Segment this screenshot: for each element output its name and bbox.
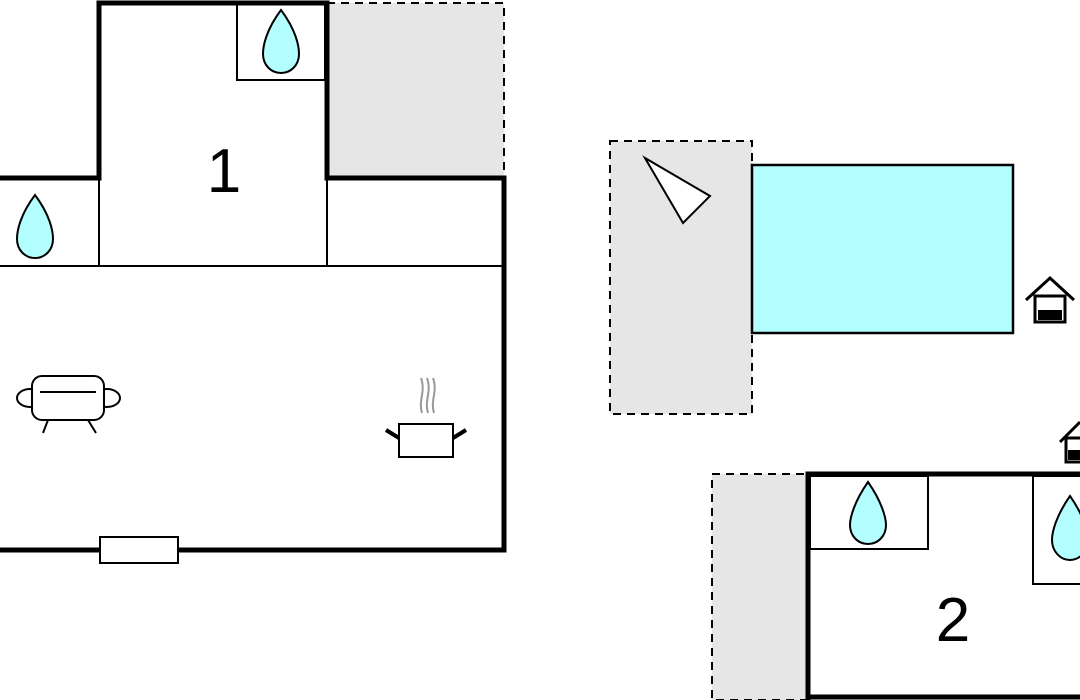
cooking-pot-icon bbox=[384, 377, 468, 458]
house-icon bbox=[1058, 420, 1080, 464]
building-2-outline bbox=[805, 471, 1080, 700]
house-icon bbox=[1024, 275, 1076, 324]
water-drop-icon bbox=[15, 193, 55, 260]
water-drop-icon bbox=[1050, 494, 1080, 562]
sofa-icon bbox=[16, 375, 121, 434]
triangle-icon bbox=[642, 155, 712, 225]
building-2: 2 bbox=[711, 420, 1080, 700]
terrace-area bbox=[711, 473, 809, 700]
window-icon bbox=[99, 536, 179, 564]
building-1: 1 bbox=[0, 0, 507, 564]
water-drop-icon bbox=[261, 8, 301, 75]
building-1-outline bbox=[0, 0, 507, 553]
pool-area bbox=[609, 140, 1076, 415]
room-label-1: 1 bbox=[207, 137, 241, 206]
room-label-2: 2 bbox=[936, 586, 970, 655]
water-drop-icon bbox=[848, 480, 888, 546]
terrace-area bbox=[326, 2, 505, 179]
pool-icon bbox=[750, 163, 1015, 335]
